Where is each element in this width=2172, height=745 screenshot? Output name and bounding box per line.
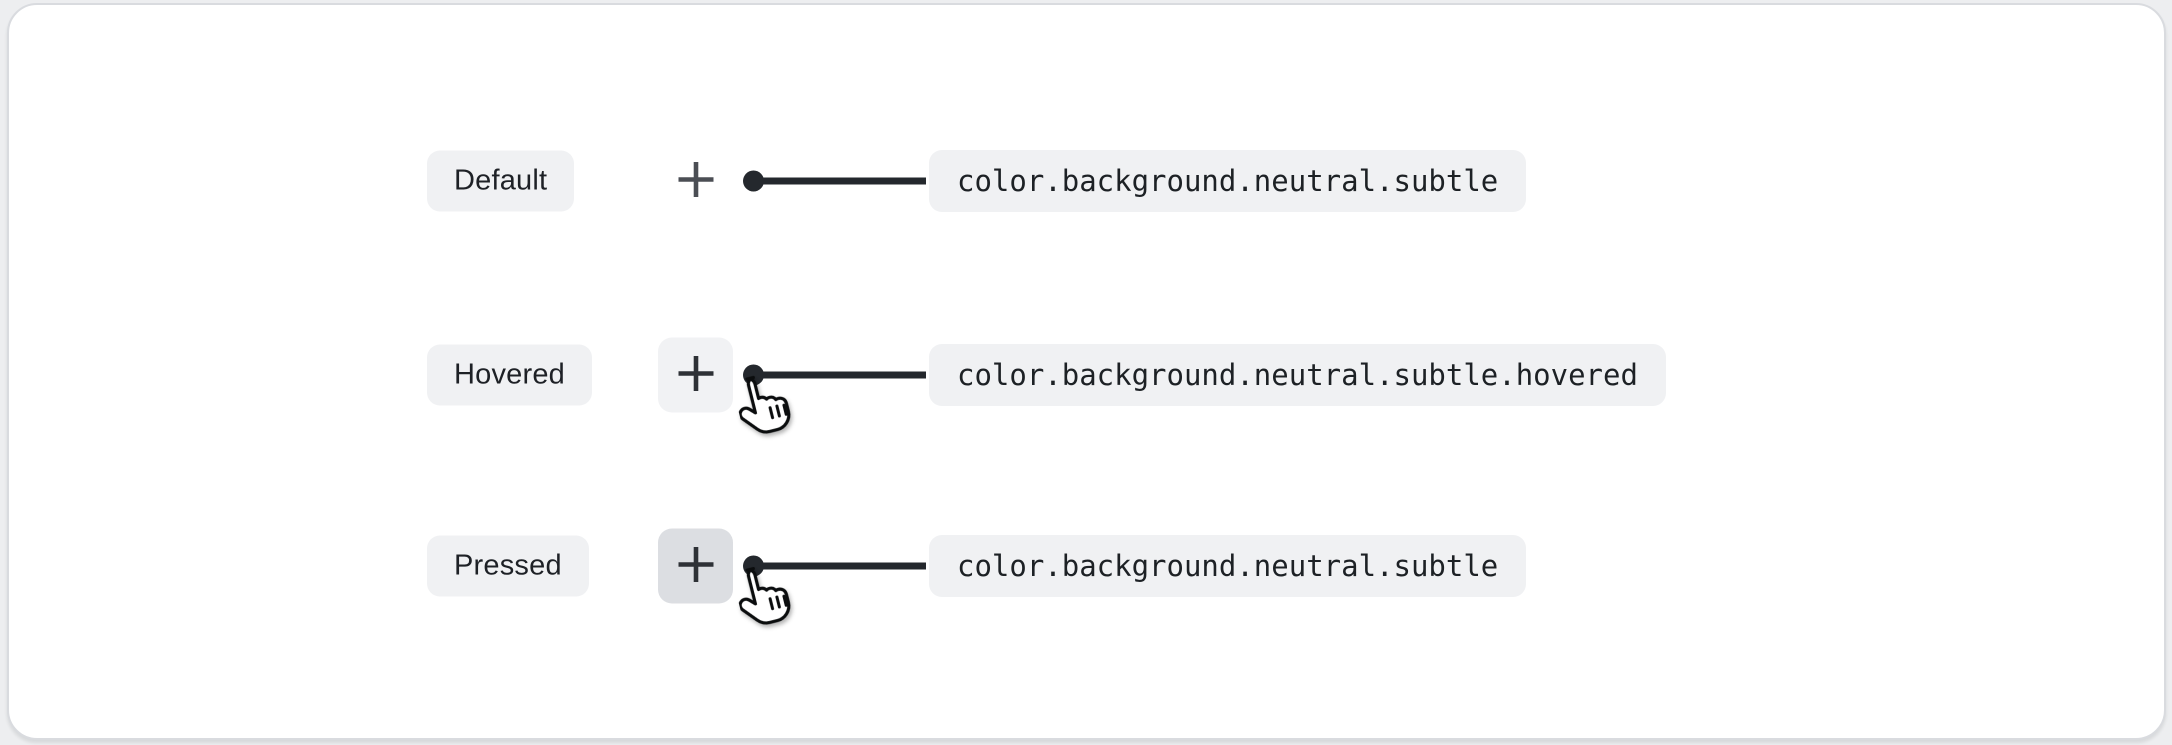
- connector-line: [743, 170, 926, 192]
- state-row-pressed: Pressed color.background.neutral.subtle: [427, 528, 1827, 625]
- state-label-badge: Pressed: [427, 535, 589, 597]
- token-name-badge: color.background.neutral.subtle: [929, 150, 1527, 212]
- state-row-default: Default color.background.neutral.subtle: [427, 143, 1827, 219]
- add-icon-button[interactable]: [658, 337, 733, 413]
- state-label-badge: Default: [427, 150, 575, 212]
- token-name-badge: color.background.neutral.subtle: [929, 535, 1527, 597]
- plus-icon: [675, 544, 717, 589]
- add-icon-button[interactable]: [658, 144, 733, 219]
- plus-icon: [675, 159, 717, 204]
- plus-icon: [675, 353, 717, 398]
- state-label-badge: Hovered: [427, 344, 593, 406]
- add-icon-button[interactable]: [658, 528, 733, 604]
- state-row-hovered: Hovered color.background.neutral.subtle.…: [427, 337, 1827, 434]
- token-name-badge: color.background.neutral.subtle.hovered: [929, 344, 1666, 406]
- connector-dot: [743, 170, 764, 192]
- connector-line: [743, 555, 926, 577]
- connector-line: [743, 364, 926, 386]
